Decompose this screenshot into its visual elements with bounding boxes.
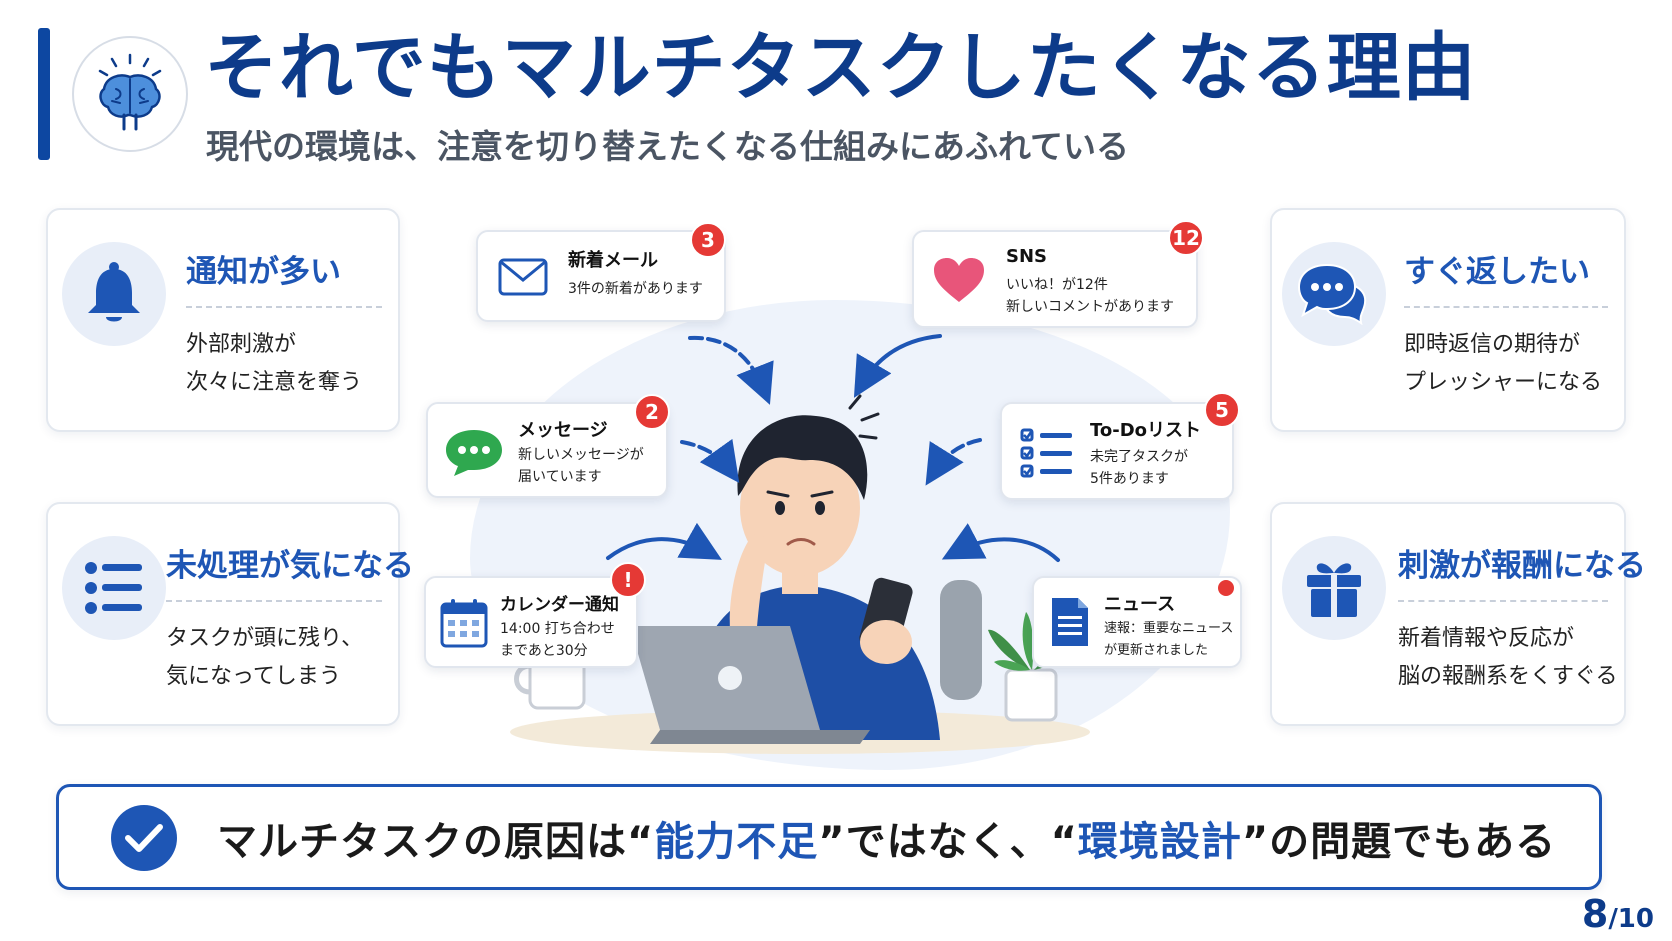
notification-line: 届いています bbox=[518, 469, 602, 485]
card-stimulus-reward: 刺激が報酬になる 新着情報や反応が 脳の報酬系をくすぐる bbox=[1270, 502, 1646, 726]
chat-icon bbox=[446, 430, 502, 476]
document-icon bbox=[1052, 598, 1088, 646]
notification-line: が更新されました bbox=[1104, 643, 1209, 658]
notification-message[interactable]: メッセージ 新しいメッセージが 届いています 2 bbox=[426, 394, 670, 498]
notification-title: カレンダー通知 bbox=[500, 595, 619, 615]
chat-bubbles-icon bbox=[1297, 263, 1367, 326]
check-circle-icon bbox=[111, 805, 177, 871]
notification-body: 3件の新着があります bbox=[568, 281, 703, 297]
page-number: 8/10 bbox=[1582, 892, 1654, 936]
notification-line: 5件あります bbox=[1090, 471, 1169, 487]
notification-title: SNS bbox=[1006, 246, 1047, 267]
page-subtitle: 現代の環境は、注意を切り替えたくなる仕組みにあふれている bbox=[206, 127, 1130, 166]
bell-icon bbox=[88, 262, 140, 322]
banner-text-part: ”の問題でもある bbox=[1241, 819, 1557, 865]
card-title: 未処理が気になる bbox=[166, 548, 414, 584]
divider bbox=[1404, 306, 1608, 308]
notification-title: ニュース bbox=[1104, 594, 1176, 615]
unread-badge: 12 bbox=[1168, 220, 1204, 256]
notification-line: 新しいメッセージが bbox=[518, 447, 644, 463]
notification-line: いいね！が12件 bbox=[1006, 277, 1108, 293]
notification-body: 速報：重要なニュース が更新されました bbox=[1104, 618, 1233, 662]
banner-text-part: ”ではなく、“ bbox=[818, 819, 1078, 865]
banner-text-part: マルチタスクの原因は“ bbox=[217, 819, 655, 865]
mail-icon bbox=[498, 258, 548, 296]
gift-icon-circle bbox=[1282, 536, 1386, 640]
heart-icon bbox=[934, 258, 984, 302]
calendar-icon bbox=[440, 599, 488, 648]
list-icon-circle bbox=[62, 536, 166, 640]
unread-badge: 3 bbox=[690, 222, 726, 258]
card-body: 即時返信の期待が プレッシャーになる bbox=[1404, 326, 1602, 402]
notification-line: 新しいコメントがあります bbox=[1006, 299, 1174, 315]
gift-icon bbox=[1307, 563, 1361, 617]
card-title: 通知が多い bbox=[186, 254, 341, 290]
card-body: 外部刺激が 次々に注意を奪う bbox=[186, 326, 362, 402]
page-current: 8 bbox=[1581, 892, 1609, 936]
bell-icon-circle bbox=[62, 242, 166, 346]
check-icon bbox=[125, 824, 163, 852]
card-body-line: 気になってしまう bbox=[166, 664, 341, 689]
chat-icon-circle bbox=[1282, 242, 1386, 346]
page-title: それでもマルチタスクしたくなる理由 bbox=[204, 25, 1477, 111]
banner-highlight: 能力不足 bbox=[654, 819, 819, 865]
page-total: /10 bbox=[1608, 904, 1654, 934]
notification-mail[interactable]: 新着メール 3件の新着があります 3 bbox=[476, 222, 726, 322]
card-reply-quickly: すぐ返したい 即時返信の期待が プレッシャーになる bbox=[1270, 208, 1626, 432]
notification-news[interactable]: ニュース 速報：重要なニュース が更新されました bbox=[1032, 576, 1242, 668]
notification-title: To-Doリスト bbox=[1090, 420, 1202, 441]
banner-highlight: 環境設計 bbox=[1077, 819, 1242, 865]
card-body-line: タスクが頭に残り、 bbox=[166, 626, 364, 651]
card-body-line: 次々に注意を奪う bbox=[186, 370, 363, 395]
notification-line: 14:00 打ち合わせ bbox=[500, 621, 615, 637]
notification-line: まであと30分 bbox=[500, 643, 588, 659]
notification-line: 未完了タスクが bbox=[1090, 449, 1188, 465]
card-body-line: 新着情報や反応が bbox=[1398, 626, 1575, 651]
divider bbox=[1398, 600, 1608, 602]
card-title: すぐ返したい bbox=[1404, 254, 1590, 290]
notification-sns[interactable]: SNS いいね！が12件 新しいコメントがあります 12 bbox=[912, 220, 1204, 328]
notification-body: いいね！が12件 新しいコメントがあります bbox=[1006, 274, 1174, 318]
conclusion-text: マルチタスクの原因は“能力不足”ではなく、“環境設計”の問題でもある bbox=[217, 809, 1556, 867]
card-notifications-many: 通知が多い 外部刺激が 次々に注意を奪う bbox=[46, 208, 400, 432]
card-body-line: 脳の報酬系をくすぐる bbox=[1398, 664, 1618, 689]
unread-badge: 2 bbox=[634, 394, 670, 430]
notification-title: 新着メール bbox=[568, 250, 658, 271]
card-body-line: 外部刺激が bbox=[186, 332, 297, 357]
person-illustration bbox=[510, 394, 1090, 754]
divider bbox=[166, 600, 382, 602]
notification-todo[interactable]: To-Doリスト 未完了タスクが 5件あります 5 bbox=[1000, 392, 1240, 500]
card-body: 新着情報や反応が 脳の報酬系をくすぐる bbox=[1398, 620, 1618, 696]
alert-badge: ! bbox=[610, 562, 646, 598]
card-body-line: プレッシャーになる bbox=[1404, 370, 1603, 395]
notification-body: 新しいメッセージが 届いています bbox=[518, 444, 644, 488]
brain-icon-circle bbox=[72, 36, 188, 152]
card-body-line: 即時返信の期待が bbox=[1404, 332, 1581, 357]
brain-icon bbox=[98, 53, 162, 131]
unread-dot bbox=[1218, 580, 1234, 596]
notification-title: メッセージ bbox=[518, 420, 608, 441]
conclusion-banner: マルチタスクの原因は“能力不足”ではなく、“環境設計”の問題でもある bbox=[56, 784, 1602, 890]
divider bbox=[186, 306, 382, 308]
checklist-icon bbox=[1020, 428, 1072, 478]
notification-calendar[interactable]: カレンダー通知 14:00 打ち合わせ まであと30分 ! bbox=[424, 562, 646, 668]
card-unfinished: 未処理が気になる タスクが頭に残り、 気になってしまう bbox=[46, 502, 414, 726]
list-icon bbox=[85, 562, 142, 614]
accent-bar bbox=[38, 28, 50, 160]
notification-line: 速報：重要なニュース bbox=[1104, 621, 1234, 636]
card-body: タスクが頭に残り、 気になってしまう bbox=[166, 620, 363, 696]
notification-body: 14:00 打ち合わせ まであと30分 bbox=[500, 618, 615, 662]
notification-body: 未完了タスクが 5件あります bbox=[1090, 446, 1188, 490]
unread-badge: 5 bbox=[1204, 392, 1240, 428]
card-title: 刺激が報酬になる bbox=[1398, 548, 1646, 584]
